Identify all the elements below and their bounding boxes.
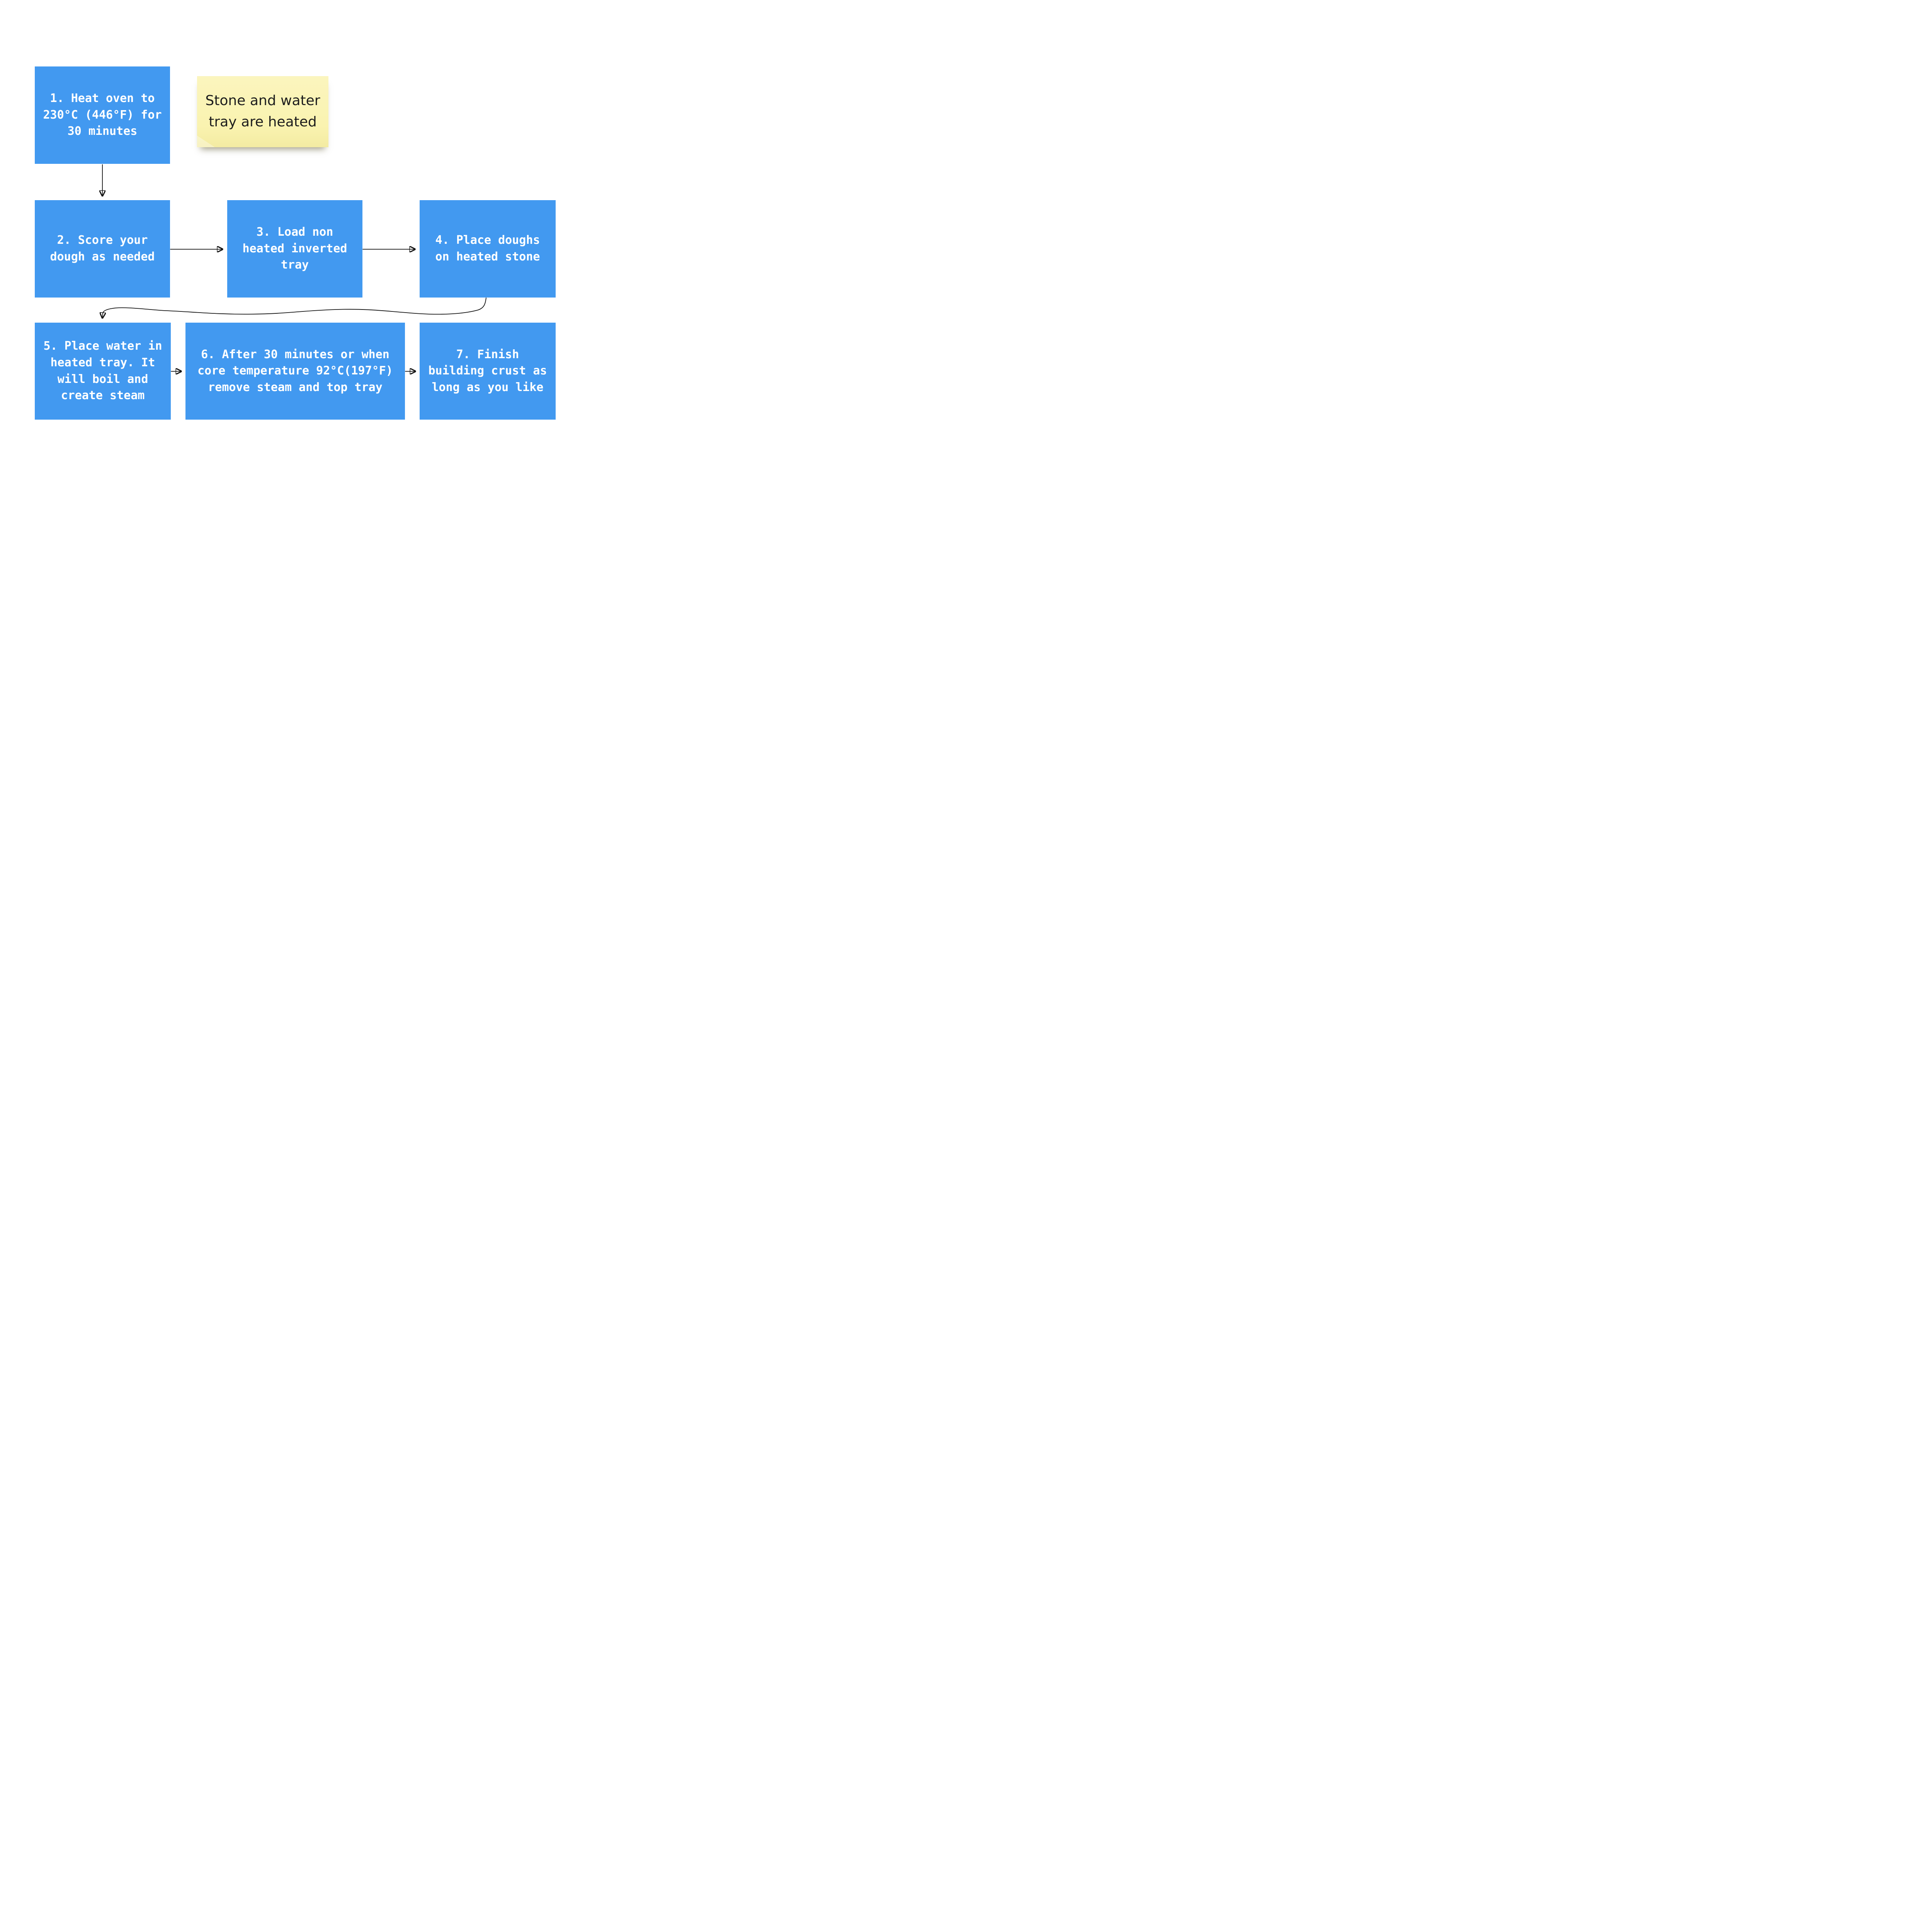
- step-2-node: 2. Score your dough as needed: [35, 200, 170, 298]
- step-7-label: 7. Finish building crust as long as you …: [428, 347, 547, 394]
- sticky-note-text: Stone and water tray are heated: [205, 93, 320, 130]
- step-3-node: 3. Load non heated inverted tray: [227, 200, 362, 298]
- step-6-label: 6. After 30 minutes or when core tempera…: [197, 347, 393, 394]
- step-5-node: 5. Place water in heated tray. It will b…: [35, 323, 171, 420]
- step-4-label: 4. Place doughs on heated stone: [435, 233, 540, 264]
- step-6-node: 6. After 30 minutes or when core tempera…: [185, 323, 405, 420]
- step-1-node: 1. Heat oven to 230°C (446°F) for 30 min…: [35, 66, 170, 164]
- sticky-note: Stone and water tray are heated: [197, 76, 328, 147]
- step-1-label: 1. Heat oven to 230°C (446°F) for 30 min…: [43, 92, 162, 138]
- step-2-label: 2. Score your dough as needed: [50, 233, 155, 264]
- step-7-node: 7. Finish building crust as long as you …: [420, 323, 556, 420]
- step-4-node: 4. Place doughs on heated stone: [420, 200, 556, 298]
- step-5-label: 5. Place water in heated tray. It will b…: [43, 339, 162, 403]
- flowchart-canvas: 1. Heat oven to 230°C (446°F) for 30 min…: [0, 0, 600, 488]
- connector-step4-step5-squiggle: [102, 298, 486, 318]
- step-3-label: 3. Load non heated inverted tray: [242, 225, 347, 272]
